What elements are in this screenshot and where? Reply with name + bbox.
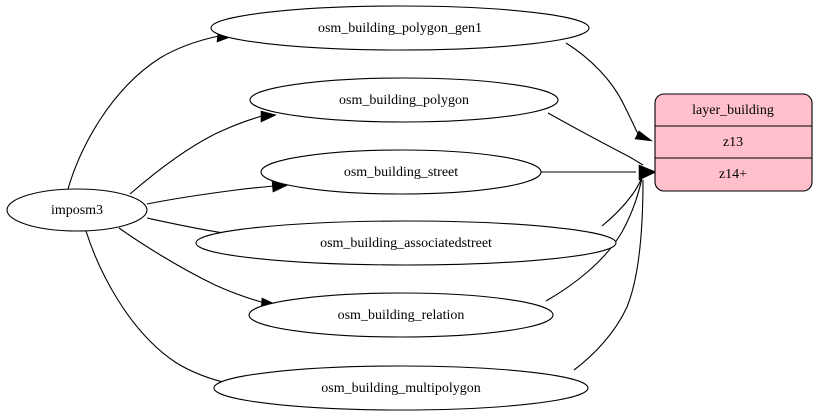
node-label-osm-building-polygon: osm_building_polygon [339,93,469,108]
edge-path [67,35,220,190]
node-imposm3[interactable]: imposm3 [6,188,148,232]
node-label-imposm3: imposm3 [51,203,103,218]
edge-path [545,177,643,302]
edge-osm_building_associatedstreet-to-layer-z14plus [601,174,644,227]
node-shape-ellipse[interactable] [195,220,617,266]
edge-path [547,112,644,166]
edge-path [146,185,275,205]
arrowhead-icon [260,110,277,123]
edge-path [565,42,640,137]
node-label-osm-building-associatedstreet: osm_building_associatedstreet [320,236,492,251]
node-shape-ellipse[interactable] [213,365,589,411]
node-label-osm-building-relation: osm_building_relation [338,308,465,323]
edge-osm_building_relation-to-layer-z14plus [545,177,643,302]
node-osm-building-associatedstreet[interactable]: osm_building_associatedstreet [195,220,617,266]
node-shape-ellipse[interactable] [248,292,554,338]
node-shape-ellipse[interactable] [249,77,559,123]
edge-osm_building_polygon_gen1-to-layer-z13 [565,42,654,142]
node-shape-ellipse[interactable] [210,5,590,51]
edge-path [573,179,644,371]
edge-osm_building_polygon-to-layer-z14plus [547,112,644,166]
node-label-osm-building-polygon-gen1: osm_building_polygon_gen1 [318,21,482,36]
edge-path [601,174,644,227]
node-shape-ellipse[interactable] [6,188,148,232]
node-osm-building-polygon-gen1[interactable]: osm_building_polygon_gen1 [210,5,590,51]
layer-building-row-z13[interactable]: z13 [723,135,743,150]
node-shape-ellipse[interactable] [260,149,542,195]
edge-imposm3-to-osm_building_polygon_gen1 [67,30,234,190]
node-label-osm-building-street: osm_building_street [344,165,458,180]
edge-imposm3-to-osm_building_polygon [129,110,277,195]
node-osm-building-polygon[interactable]: osm_building_polygon [249,77,559,123]
layer-building-title: layer_building [692,103,774,118]
node-osm-building-multipolygon[interactable]: osm_building_multipolygon [213,365,589,411]
node-osm-building-street[interactable]: osm_building_street [260,149,542,195]
layer-building-row-z14plus[interactable]: z14+ [719,167,747,182]
edge-imposm3-to-osm_building_multipolygon [85,230,247,391]
edge-path [129,115,263,195]
edge-group-tables-to-layer [540,42,657,371]
edge-osm_building_multipolygon-to-layer-z14plus [573,179,644,371]
edge-path [118,227,266,304]
layer-building-box[interactable] [654,93,813,192]
node-layer-building[interactable]: layer_building z13 z14+ [654,93,813,192]
arrowhead-icon [634,130,654,142]
edge-path [85,230,232,385]
node-osm-building-relation[interactable]: osm_building_relation [248,292,554,338]
node-label-osm-building-multipolygon: osm_building_multipolygon [321,381,480,396]
arrowhead-icon [638,164,657,181]
edge-imposm3-to-osm_building_street [146,180,289,205]
